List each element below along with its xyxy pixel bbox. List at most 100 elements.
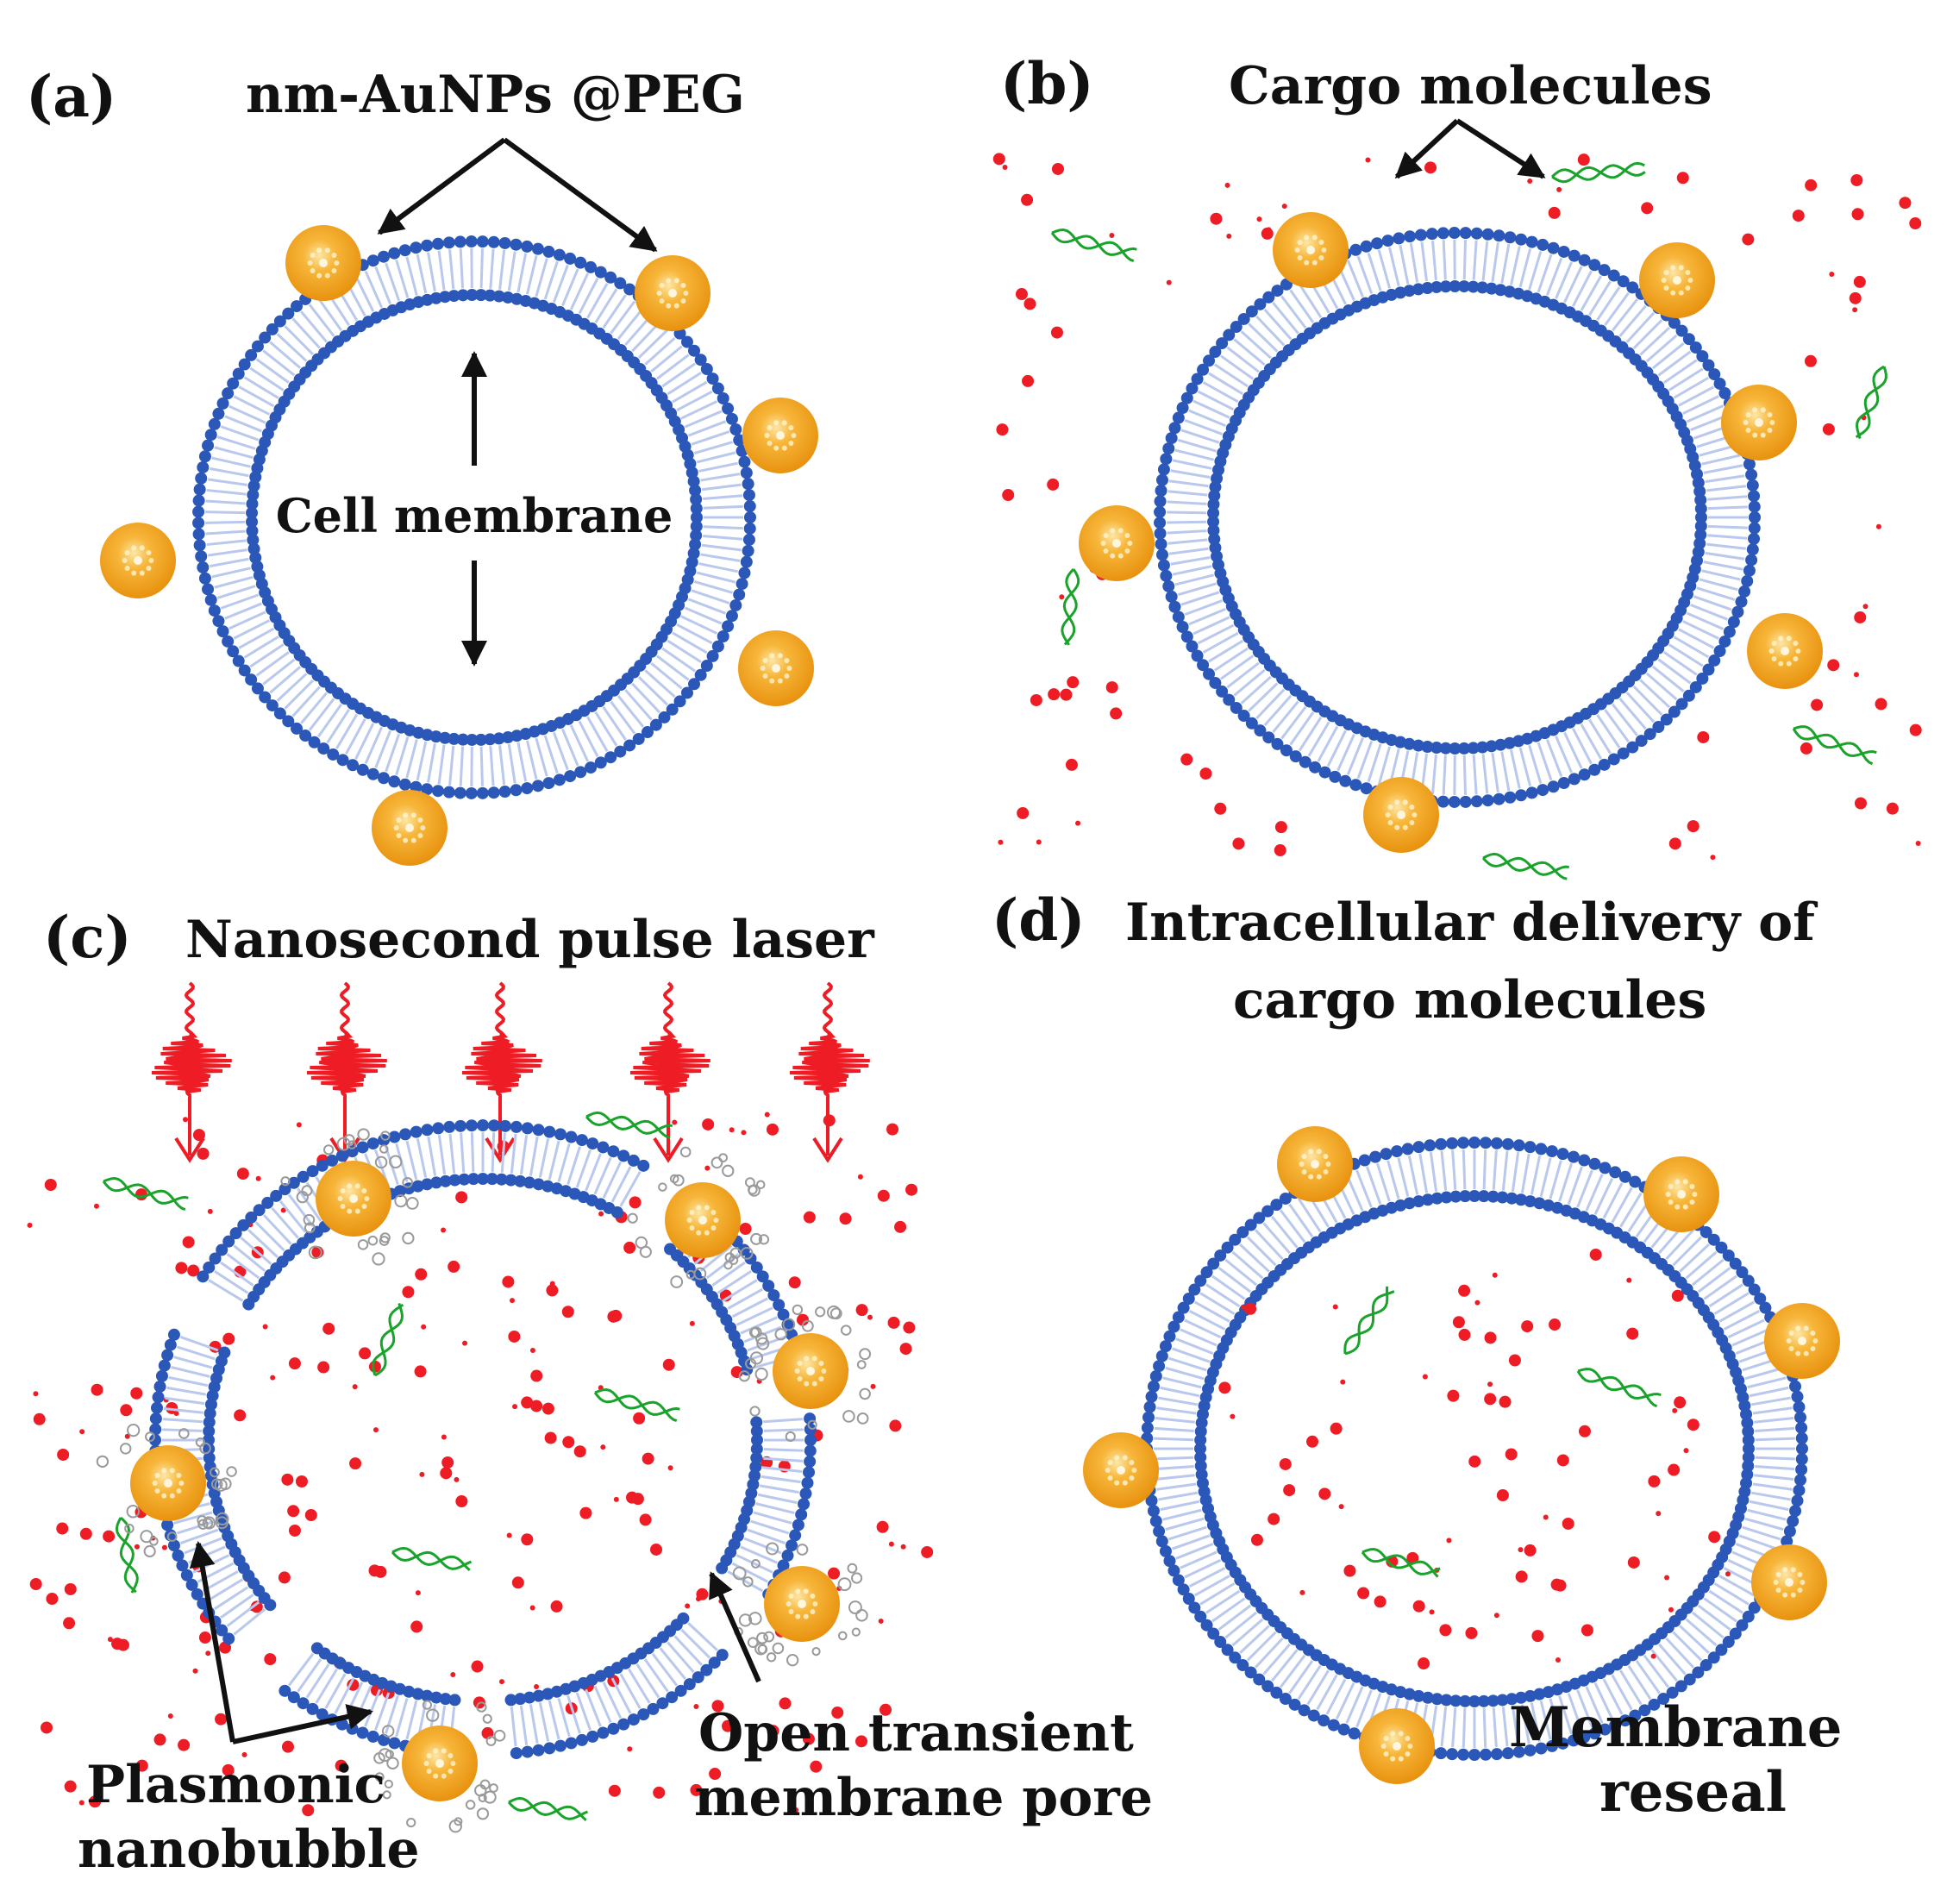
lipid-head [564,252,577,265]
lipid-head [1207,516,1220,529]
lipid-head [176,1559,189,1572]
cargo-dot [415,1590,421,1596]
lipid-head [1588,1727,1601,1740]
lipid-head [789,1529,802,1542]
lipid-head [429,1176,442,1189]
cargo-dot [1030,693,1042,706]
lipid-head [185,1578,198,1591]
cargo-dot [222,1332,235,1345]
lipid-head [467,1173,480,1186]
cargo-dot [448,1260,460,1273]
cargo-dot [1668,1606,1674,1613]
lipid-head [1160,569,1173,582]
lipid-head [504,1694,517,1707]
lipid-head [247,479,260,492]
lipid-head [514,1174,527,1187]
cargo-dot [1017,806,1030,819]
lipid-head [270,1189,283,1202]
cargo-dot [111,1638,124,1650]
lipid-head [485,1173,498,1186]
lipid-head [1403,285,1416,298]
lipid-head [1715,1644,1728,1657]
cargo-dot [241,1751,247,1757]
lipid-head [1459,227,1472,240]
lipid-head [498,1119,511,1132]
panel-c-letter: (c) [43,904,132,971]
lipid-head [202,583,215,596]
cargo-dot [867,1314,873,1320]
cargo-dot [153,1733,166,1746]
cargo-dot [462,1340,468,1346]
gold-nanoparticle-icon [1273,212,1349,288]
lipid-head [1598,264,1611,277]
lipid-head [740,467,753,479]
cargo-dot [1499,1395,1512,1408]
lipid-head [1588,1157,1601,1170]
lipid-head [203,1451,216,1464]
cargo-dot [1829,271,1835,277]
lipid-head [1609,1719,1622,1732]
lipid-head [1682,689,1695,702]
lipid-head [751,1434,763,1446]
lipid-head [216,397,229,410]
lipid-head [692,1671,704,1684]
lipid-head [1160,453,1173,466]
lipid-head [1348,1727,1361,1740]
arrow-to-cargo-right [1455,118,1546,179]
cargo-dot [57,1448,70,1461]
cargo-dot [1274,821,1287,834]
cargo-dot [91,1383,103,1396]
lipid-head [192,517,205,529]
cargo-dot [415,1268,428,1281]
lipid-head [347,759,360,772]
cargo-dot [1641,202,1654,215]
cargo-dot [1230,1413,1236,1419]
lipid-head [229,1227,242,1240]
lipid-head [227,645,240,658]
lipid-head [1743,1443,1755,1455]
nanoparticles-d [1083,1126,1840,1784]
cargo-dot [1827,659,1840,672]
cargo-dot [79,1429,85,1435]
delivery-label-line2: cargo molecules [1233,970,1706,1030]
lipid-head [1327,1719,1340,1732]
cargo-dot [262,1324,268,1330]
pore-label-line1: Open transient [698,1703,1134,1763]
lipid-head [398,778,411,791]
lipid-head [502,731,515,744]
lipid-head [1380,1148,1393,1161]
lipid-head [1501,1137,1514,1150]
lipid-head [238,358,251,371]
lipid-head [637,1708,650,1721]
lipid-head [1449,742,1462,755]
cargo-dot [1021,193,1034,206]
lipid-head [554,1739,566,1752]
lipid-head [1515,233,1528,246]
panel-d-letter: (d) [992,886,1086,954]
lipid-head [792,1519,804,1531]
cargo-dot [1508,1354,1521,1367]
lipid-head [689,538,702,551]
lipid-head [282,307,295,320]
lipid-head [614,745,627,758]
nanobubble-icon [627,1146,770,1288]
lipid-head [510,1120,523,1133]
cargo-dot [689,1320,695,1326]
gold-nanoparticle-icon [372,790,448,866]
lipid-head [222,1235,235,1248]
cargo-dot [739,1223,752,1236]
cargo-dot [27,1222,33,1228]
cargo-dot [1002,164,1008,170]
lipid-head [1177,1301,1190,1314]
lipid-head [1742,1425,1755,1438]
cargo-dot [1853,672,1859,678]
lipid-head [172,1549,185,1562]
dna-strand-icon [593,1388,680,1423]
lipid-head [1208,533,1221,546]
lipid-head [1203,667,1216,680]
cargo-dot [46,1593,59,1606]
lipid-head [1236,1659,1249,1672]
cargo-dot [1853,275,1866,288]
gold-nanoparticle-icon [1359,1708,1435,1784]
dna-strand-icon [1550,161,1646,184]
